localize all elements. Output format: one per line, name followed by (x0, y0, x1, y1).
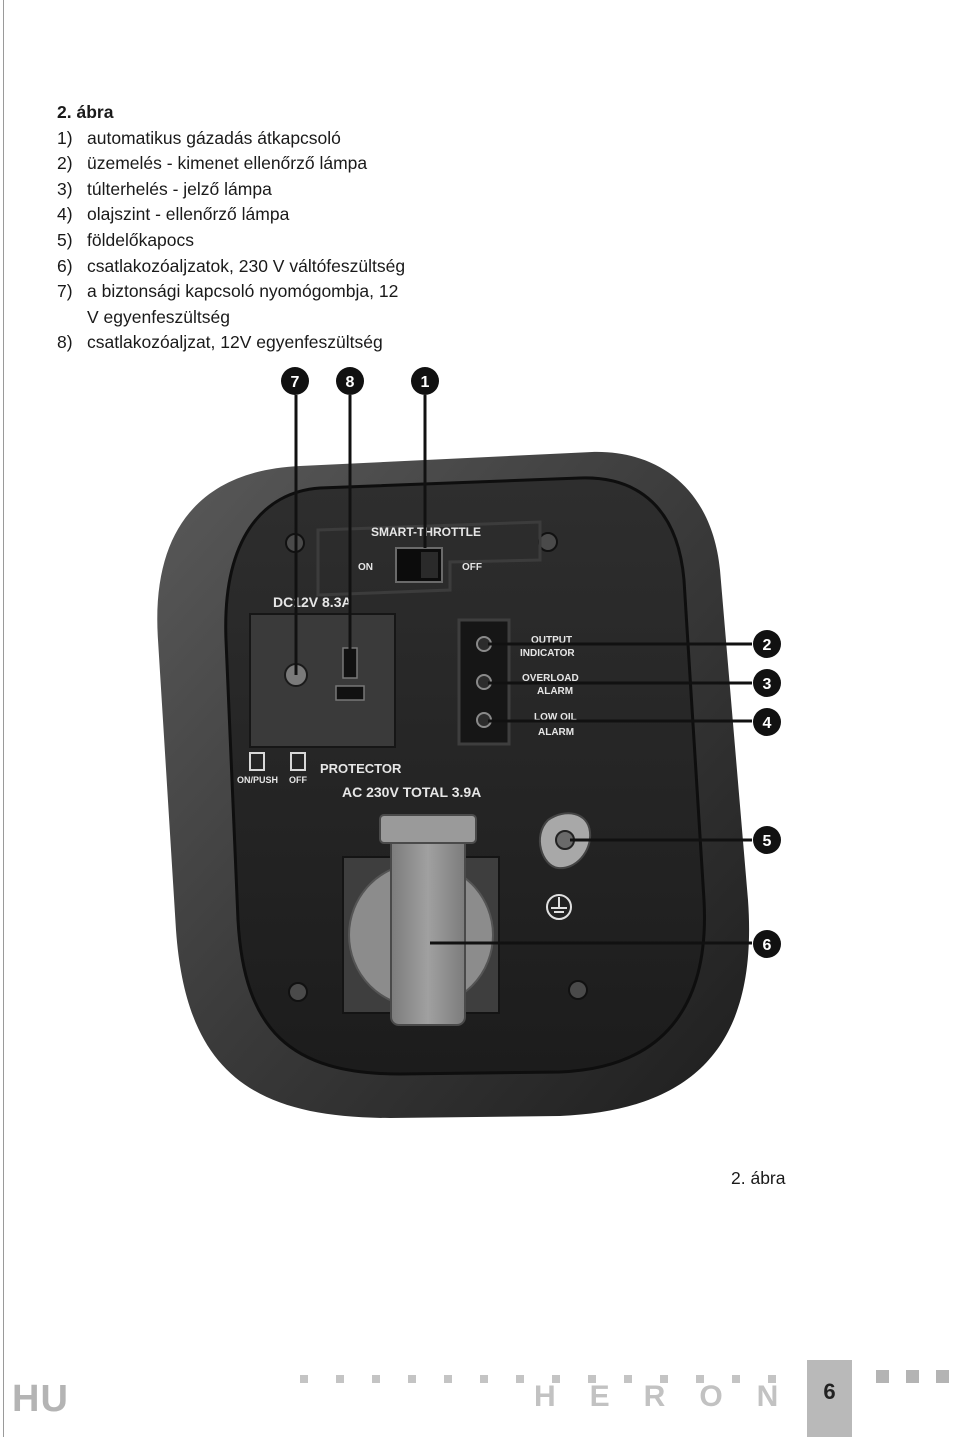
callout-2 (753, 630, 781, 658)
switch-rocker (421, 552, 438, 578)
output-label-1: OUTPUT (531, 635, 572, 646)
callout-8 (336, 367, 364, 395)
output-label-2: INDICATOR (520, 648, 575, 659)
callout-7 (281, 367, 309, 395)
callout-5 (753, 826, 781, 854)
panel-recess (316, 520, 542, 597)
callout-4 (753, 708, 781, 736)
on-push-label: ON/PUSH (237, 775, 278, 785)
svg-text:6: 6 (763, 937, 772, 954)
overload-label-1: OVERLOAD (522, 673, 579, 684)
legend-item: 3)túlterhelés - jelző lámpa (57, 178, 272, 199)
callout-markers: 7 8 1 2 3 4 5 6 (281, 367, 781, 958)
dc-socket-plate (249, 613, 396, 748)
page-number-tab: 6 (807, 1360, 852, 1437)
ac-socket-hinge (379, 814, 477, 844)
legend-item: 7)a biztonsági kapcsoló nyomógombja, 12 (57, 281, 399, 302)
svg-text:7: 7 (291, 374, 300, 391)
ac-socket-cover[interactable] (390, 814, 466, 1026)
legend-item: 8)csatlakozóaljzat, 12V egyenfeszültség (57, 332, 383, 353)
language-code: HU (12, 1378, 69, 1420)
dc-12v-socket[interactable] (342, 647, 358, 679)
lowoil-label-2: ALARM (538, 727, 574, 738)
legend-title: 2. ábra (57, 102, 114, 122)
dc-rating-label: DC12V 8.3A (273, 594, 352, 610)
legend-item: 2)üzemelés - kimenet ellenőrző lámpa (57, 153, 368, 174)
footer-dots (300, 1375, 776, 1383)
overload-label-2: ALARM (537, 686, 573, 697)
page-number: 6 (823, 1379, 836, 1404)
legend-item: 4)olajszint - ellenőrző lámpa (57, 204, 290, 225)
callout-3 (753, 669, 781, 697)
callout-lines (294, 395, 752, 945)
legend-item: 1)automatikus gázadás átkapcsoló (57, 127, 341, 148)
legend-item: 5)földelőkapocs (57, 229, 195, 250)
page-left-rule (3, 0, 4, 1437)
callout-1 (411, 367, 439, 395)
off-icon (290, 752, 306, 771)
svg-text:2: 2 (763, 637, 772, 654)
legend-item: 6)csatlakozóaljzatok, 230 V váltófeszült… (57, 255, 406, 276)
figure-caption: 2. ábra (731, 1168, 786, 1188)
lowoil-label-1: LOW OIL (534, 712, 577, 723)
protector-off-label: OFF (289, 775, 307, 785)
ac-rating-label: AC 230V TOTAL 3.9A (342, 784, 481, 800)
svg-text:5: 5 (763, 833, 772, 850)
earth-ground-icon (546, 894, 572, 920)
on-push-icon (249, 752, 265, 771)
figure-legend: 2. ábra 1)automatikus gázadás átkapcsoló… (57, 100, 405, 356)
svg-text:1: 1 (421, 374, 430, 391)
svg-text:3: 3 (763, 676, 772, 693)
dc-12v-socket-lower (335, 685, 365, 701)
heron-logo: HERON (534, 1380, 812, 1413)
legend-item: V egyenfeszültség (87, 306, 231, 327)
throttle-on-label: ON (358, 562, 373, 573)
protector-label: PROTECTOR (320, 761, 402, 776)
footer-blocks (876, 1370, 949, 1383)
callout-6 (753, 930, 781, 958)
svg-text:8: 8 (346, 374, 355, 391)
svg-text:4: 4 (763, 715, 772, 732)
throttle-off-label: OFF (462, 562, 482, 573)
